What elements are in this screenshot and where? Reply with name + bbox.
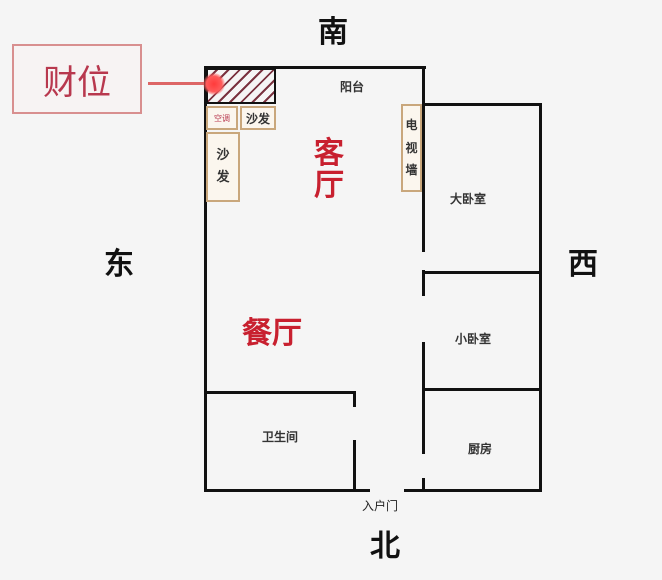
sofa-horizontal-label: 沙发 [245,111,270,126]
tv-wall-char-1: 电 [405,117,418,132]
direction-east: 东 [104,247,134,282]
room-master-bedroom: 大卧室 [450,192,487,206]
wall-bottom-right [404,489,542,492]
wall-bathroom-top [204,391,356,394]
wall-living-right-upper [422,66,425,252]
callout-pointer-line [148,82,208,85]
wall-bedroom-top [422,103,542,106]
direction-north: 北 [370,529,400,564]
air-conditioner-label: 空调 [214,113,230,123]
wealth-position-callout: 财位 [12,44,142,114]
wealth-marker-dot [203,73,225,95]
wall-bottom-left [204,489,370,492]
wall-left [204,66,207,492]
room-dining-room: 餐厅 [242,316,302,351]
wall-right [539,103,542,492]
entrance-door-label: 入户门 [362,499,399,513]
room-balcony: 阳台 [340,80,365,94]
tv-wall: 电 视 墙 [401,104,422,192]
wall-inner-segment-2 [422,342,425,454]
sofa-vertical-char-1: 沙 [216,147,230,163]
sofa-vertical-char-2: 发 [216,170,230,185]
wall-bedroom-divider [422,271,542,274]
air-conditioner: 空调 [206,106,238,130]
direction-south: 南 [318,15,348,50]
room-kitchen: 厨房 [468,442,493,456]
room-bathroom: 卫生间 [262,430,299,444]
wall-inner-segment-1 [422,270,425,296]
wealth-position-label: 财位 [43,62,111,103]
wall-bathroom-right-lower [353,440,356,492]
tv-wall-char-2: 视 [405,140,418,155]
wall-bathroom-right-upper [353,391,356,407]
sofa-vertical: 沙 发 [206,132,240,202]
wall-top [204,66,426,69]
tv-wall-char-3: 墙 [405,163,418,178]
room-small-bedroom: 小卧室 [455,332,492,346]
wall-inner-segment-3 [422,478,425,492]
direction-west: 西 [568,247,598,282]
sofa-horizontal: 沙发 [240,106,276,130]
room-living-room: 客厅 [314,136,344,203]
wall-kitchen-top [422,388,542,391]
